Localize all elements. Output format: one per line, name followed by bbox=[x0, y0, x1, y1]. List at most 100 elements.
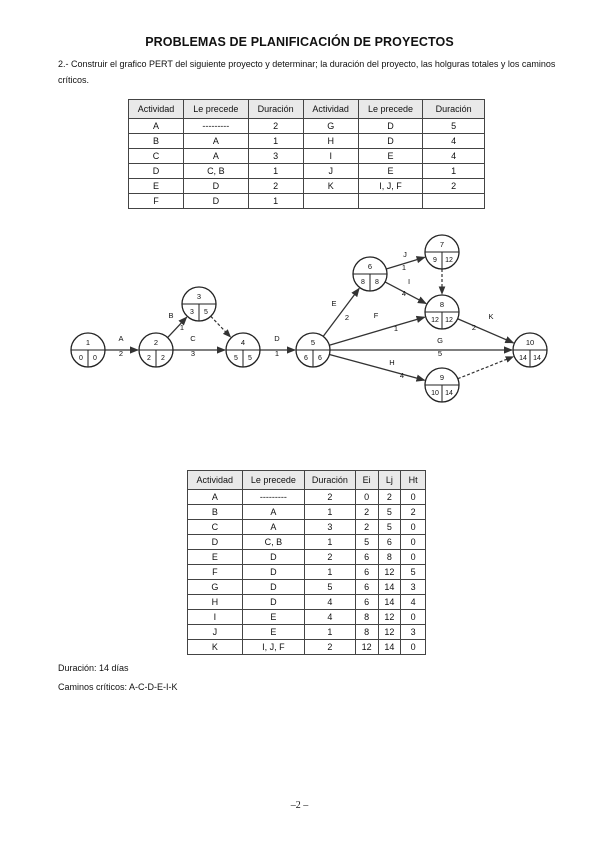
node-number: 6 bbox=[368, 262, 372, 271]
table-cell: 0 bbox=[400, 549, 426, 565]
table-cell: A bbox=[241, 519, 306, 535]
node-late-time: 6 bbox=[318, 355, 322, 362]
node-late-time: 5 bbox=[204, 309, 208, 316]
table-cell: J bbox=[187, 624, 243, 640]
duration-label: 1 bbox=[402, 263, 406, 272]
page-number: –2 – bbox=[290, 800, 309, 811]
table-cell: 5 bbox=[377, 519, 402, 535]
node-number: 2 bbox=[154, 338, 158, 347]
activity-arrow bbox=[384, 281, 427, 305]
results-table: Actividad Le precede Duración Ei Lj Ht A… bbox=[187, 470, 426, 655]
table-cell: I bbox=[187, 609, 243, 625]
activity-label: H bbox=[389, 358, 394, 367]
node-early-time: 3 bbox=[190, 309, 194, 316]
activity-arrow bbox=[167, 316, 188, 339]
table-header-row: Actividad Le precede Duración Actividad … bbox=[127, 99, 485, 119]
duration-label: 2 bbox=[472, 323, 476, 332]
node-number: 4 bbox=[241, 338, 245, 347]
node-number: 7 bbox=[440, 240, 444, 249]
activity-label: A bbox=[118, 334, 123, 343]
table-cell: 3 bbox=[304, 519, 356, 535]
table-cell: 0 bbox=[400, 534, 426, 550]
table-cell: C, B bbox=[241, 534, 306, 550]
duration-label: 4 bbox=[402, 289, 406, 298]
activity-label: G bbox=[437, 336, 443, 345]
table-cell: E bbox=[187, 549, 243, 565]
activities-table: Actividad Le precede Duración Actividad … bbox=[127, 99, 485, 209]
page-title: PROBLEMAS DE PLANIFICACIÓN DE PROYECTOS bbox=[145, 35, 454, 49]
table-cell: 5 bbox=[304, 579, 356, 595]
critical-paths: Caminos críticos: A-C-D-E-I-K bbox=[58, 682, 178, 692]
table-cell: C bbox=[187, 519, 243, 535]
node-early-time: 10 bbox=[431, 390, 439, 397]
table-cell: 6 bbox=[354, 579, 379, 595]
table-cell: A bbox=[187, 489, 243, 505]
table-cell: 6 bbox=[354, 549, 379, 565]
duration-label: 1 bbox=[180, 323, 184, 332]
activity-label: K bbox=[488, 312, 493, 321]
table-cell bbox=[422, 193, 485, 209]
table-cell: 8 bbox=[354, 624, 379, 640]
column-header: Duración bbox=[304, 470, 356, 490]
node-late-time: 14 bbox=[445, 390, 453, 397]
project-duration: Duración: 14 días bbox=[58, 663, 129, 673]
activity-label: J bbox=[403, 250, 407, 259]
table-cell: H bbox=[187, 594, 243, 610]
table-cell: D bbox=[183, 193, 249, 209]
table-cell: D bbox=[241, 594, 306, 610]
duration-label: 1 bbox=[394, 324, 398, 333]
node-late-time: 5 bbox=[248, 355, 252, 362]
table-cell: 1 bbox=[304, 504, 356, 520]
node-early-time: 8 bbox=[361, 279, 365, 286]
node-late-time: 12 bbox=[445, 257, 453, 264]
table-cell: 0 bbox=[354, 489, 379, 505]
table-cell: 2 bbox=[354, 504, 379, 520]
activity-label: C bbox=[190, 334, 196, 343]
column-header: Lj bbox=[377, 470, 402, 490]
duration-label: 2 bbox=[119, 349, 123, 358]
table-cell: 5 bbox=[400, 564, 426, 580]
activity-arrow bbox=[329, 315, 426, 346]
duration-label: 1 bbox=[275, 349, 279, 358]
table-cell: I, J, F bbox=[241, 639, 306, 655]
table-cell: D bbox=[241, 564, 306, 580]
column-header: Duración bbox=[422, 99, 485, 119]
table-cell: 14 bbox=[377, 639, 402, 655]
table-cell: 5 bbox=[377, 504, 402, 520]
table-cell: 2 bbox=[304, 549, 356, 565]
table-cell: 12 bbox=[377, 624, 402, 640]
duration-label: 2 bbox=[345, 313, 349, 322]
table-cell: A bbox=[241, 504, 306, 520]
node-number: 10 bbox=[526, 338, 534, 347]
activity-arrow bbox=[457, 318, 515, 344]
node-early-time: 6 bbox=[304, 355, 308, 362]
activity-label: I bbox=[408, 277, 410, 286]
table-cell: 12 bbox=[354, 639, 379, 655]
table-cell: G bbox=[187, 579, 243, 595]
table-cell: 3 bbox=[400, 624, 426, 640]
table-cell: E bbox=[241, 609, 306, 625]
node-number: 8 bbox=[440, 300, 444, 309]
column-header: Duración bbox=[247, 99, 304, 119]
dummy-activity-arrow bbox=[457, 356, 515, 380]
table-cell: D bbox=[187, 534, 243, 550]
table-cell bbox=[357, 193, 424, 209]
table-cell: 12 bbox=[377, 564, 402, 580]
node-number: 1 bbox=[86, 338, 90, 347]
column-header: Ht bbox=[400, 470, 426, 490]
node-number: 9 bbox=[440, 373, 444, 382]
column-header: Actividad bbox=[127, 99, 185, 119]
